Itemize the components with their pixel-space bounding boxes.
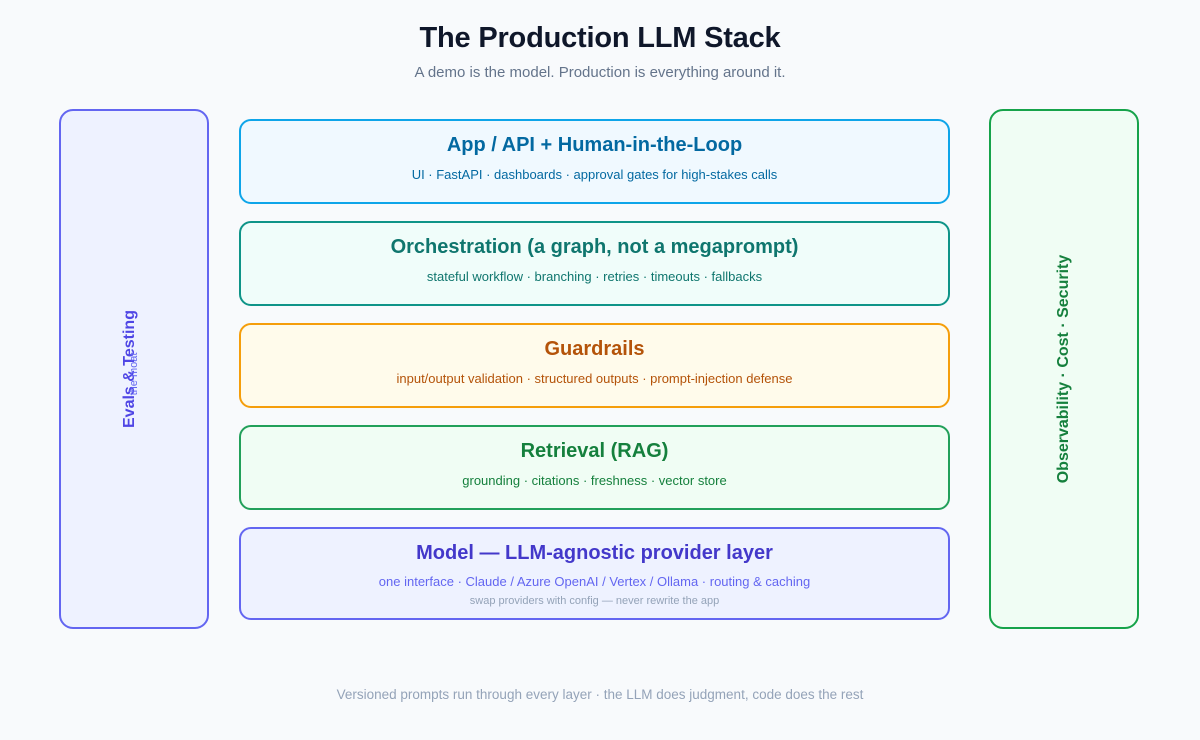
- layer-retrieval: Retrieval (RAG) grounding · citations · …: [239, 425, 950, 510]
- layer-app-api: App / API + Human-in-the-Loop UI · FastA…: [239, 119, 950, 204]
- observability-rail: Observability · Cost · Security: [989, 109, 1139, 629]
- evals-testing-sublabel: the moat: [128, 352, 140, 396]
- layer-title: Model — LLM-agnostic provider layer: [416, 542, 773, 564]
- layer-title: Guardrails: [544, 338, 645, 360]
- layer-orchestration: Orchestration (a graph, not a megaprompt…: [239, 221, 950, 306]
- layer-description: stateful workflow · branching · retries …: [426, 269, 763, 284]
- layer-description: one interface · Claude / Azure OpenAI / …: [378, 574, 811, 589]
- layer-title: Retrieval (RAG): [520, 440, 669, 462]
- layer-title: App / API + Human-in-the-Loop: [446, 134, 743, 156]
- layer-guardrails: Guardrails input/output validation · str…: [239, 323, 950, 408]
- layer-description: grounding · citations · freshness · vect…: [462, 473, 727, 488]
- observability-label: Observability · Cost · Security: [1055, 254, 1072, 484]
- layer-description: UI · FastAPI · dashboards · approval gat…: [411, 167, 778, 182]
- footer-note: Versioned prompts run through every laye…: [336, 687, 864, 702]
- evals-testing-rail: Evals & Testing the moat: [59, 109, 209, 629]
- layer-model: Model — LLM-agnostic provider layer one …: [239, 527, 950, 620]
- page-subtitle: A demo is the model. Production is every…: [414, 64, 786, 81]
- layer-title: Orchestration (a graph, not a megaprompt…: [390, 236, 799, 258]
- layer-description: input/output validation · structured out…: [396, 371, 793, 386]
- layer-note: swap providers with config — never rewri…: [469, 595, 720, 607]
- page-title: The Production LLM Stack: [419, 22, 781, 54]
